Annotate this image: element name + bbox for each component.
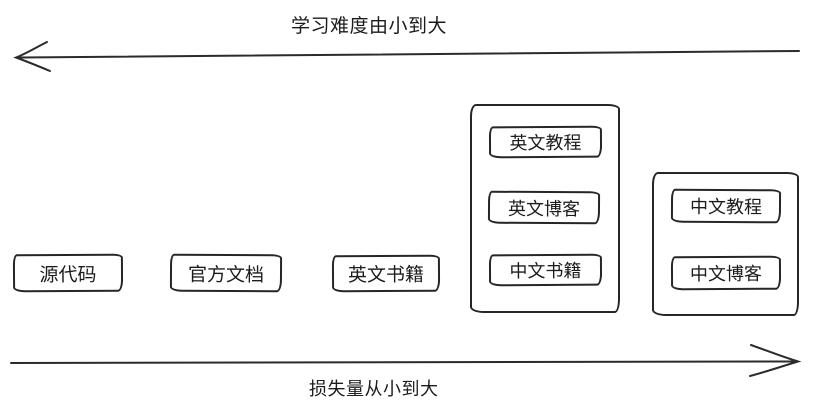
- box-english-books-label: 英文书籍: [347, 264, 425, 287]
- box-chinese-tutorials: 中文教程: [670, 188, 782, 224]
- box-english-blogs: 英文博客: [487, 190, 601, 225]
- box-chinese-books-label: 中文书籍: [509, 260, 582, 282]
- box-english-books: 英文书籍: [331, 254, 441, 293]
- box-english-blogs-label: 英文博客: [507, 198, 581, 219]
- box-official-docs-label: 官方文档: [187, 264, 265, 286]
- box-official-docs: 官方文档: [169, 253, 283, 293]
- box-chinese-blogs: 中文博客: [670, 255, 782, 291]
- right-arrow-icon: [10, 344, 802, 377]
- box-chinese-books: 中文书籍: [488, 253, 603, 287]
- bottom-axis-title: 损失量从小到大: [309, 379, 439, 399]
- group-box-2: 中文教程 中文博客: [652, 172, 799, 316]
- group-box-1: 英文教程 英文博客 中文书籍: [470, 104, 620, 313]
- box-english-tutorials-label: 英文教程: [509, 132, 582, 154]
- box-chinese-tutorials-label: 中文教程: [689, 196, 763, 218]
- box-source-code-label: 源代码: [39, 264, 97, 286]
- box-chinese-blogs-label: 中文博客: [689, 263, 763, 285]
- box-english-tutorials: 英文教程: [488, 125, 603, 159]
- left-arrow-icon: [13, 41, 800, 72]
- top-axis-title: 学习难度由小到大: [291, 16, 448, 37]
- box-source-code: 源代码: [12, 253, 124, 293]
